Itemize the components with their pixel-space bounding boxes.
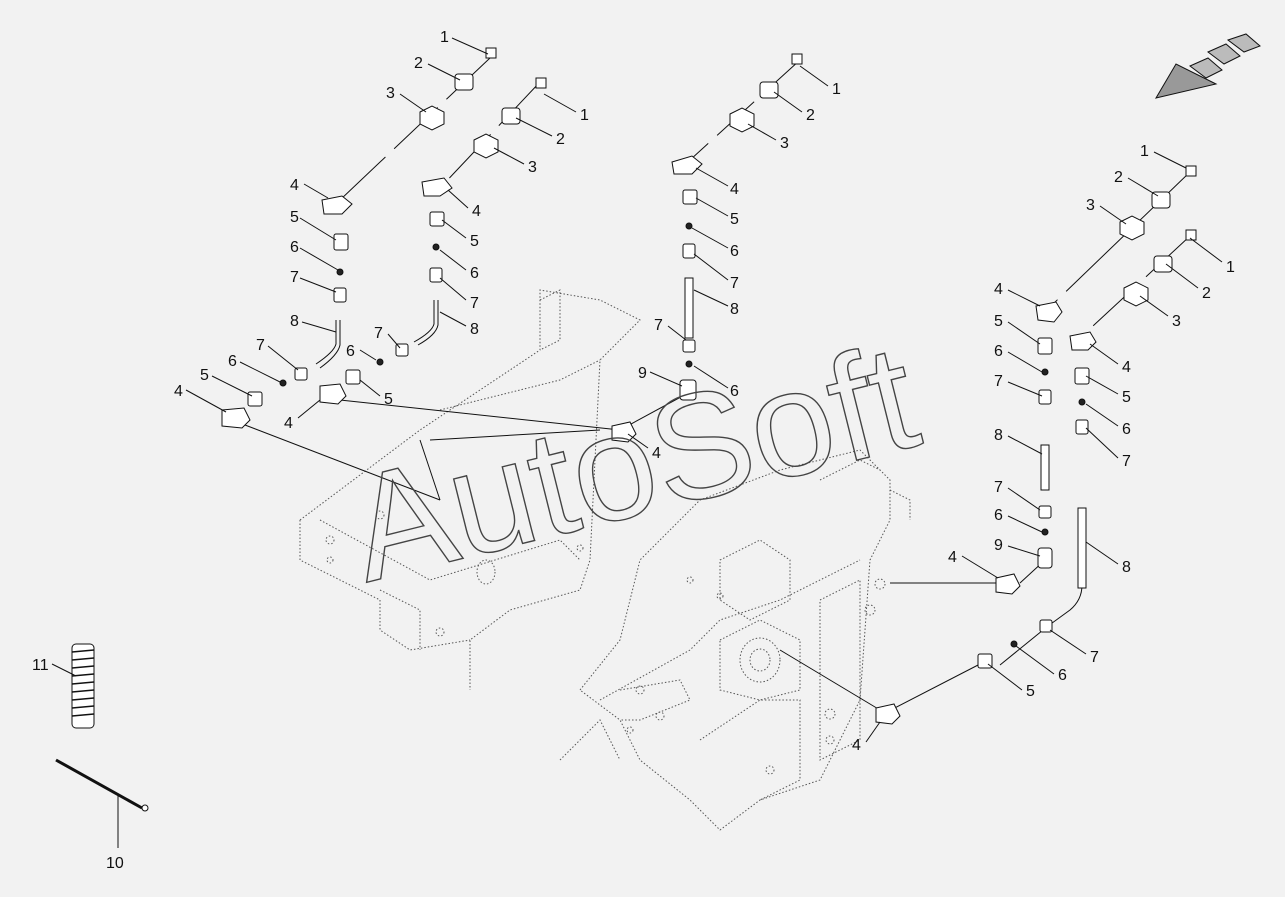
callout-label: 2 (1114, 169, 1123, 186)
callout-label: 7 (256, 337, 265, 354)
callout-label: 4 (852, 737, 861, 754)
callout-label: 4 (290, 177, 299, 194)
arrow-front-icon (1154, 33, 1261, 99)
grease-nipple-part (485, 47, 497, 59)
callout-label: 6 (994, 343, 1003, 360)
callout-label: 6 (1058, 667, 1067, 684)
callout-label: 2 (806, 107, 815, 124)
callout-label: 7 (1122, 453, 1131, 470)
frame-right (559, 449, 911, 831)
callout-label: 1 (832, 81, 841, 98)
callout-label: 8 (994, 427, 1003, 444)
leaders (51, 37, 1223, 848)
spiral-guard-part (71, 643, 95, 729)
callout-label: 8 (730, 301, 739, 318)
callout-label: 8 (290, 313, 299, 330)
callout-label: 7 (374, 325, 383, 342)
callout-label: 4 (652, 445, 661, 462)
callout-label: 11 (32, 657, 49, 674)
callout-label: 8 (1122, 559, 1131, 576)
callout-label: 2 (414, 55, 423, 72)
watermark-text: AutoSoft (333, 311, 932, 613)
callout-label: 4 (994, 281, 1003, 298)
hoses (244, 391, 1083, 714)
callout-label: 7 (654, 317, 663, 334)
callout-label: 1 (1226, 259, 1235, 276)
callout-label: 4 (472, 203, 481, 220)
callout-label: 6 (730, 243, 739, 260)
callout-label: 5 (470, 233, 479, 250)
callout-label: 5 (994, 313, 1003, 330)
callout-label: 7 (994, 479, 1003, 496)
frame-left (299, 289, 641, 690)
callout-label: 6 (228, 353, 237, 370)
callout-label: 5 (290, 209, 299, 226)
callout-label: 5 (1122, 389, 1131, 406)
assembly-4 (995, 165, 1197, 595)
callout-label: 6 (470, 265, 479, 282)
elbow-part (321, 195, 353, 215)
callout-label: 3 (1172, 313, 1181, 330)
callouts: 1 2 3 4 5 6 7 8 7 6 5 4 1 2 3 4 5 6 7 8 … (32, 29, 1235, 872)
callout-label: 5 (384, 391, 393, 408)
callout-label: 7 (1090, 649, 1099, 666)
callout-label: 9 (994, 537, 1003, 554)
adapter-part (454, 73, 474, 91)
assembly-2 (319, 77, 547, 405)
callout-label: 5 (200, 367, 209, 384)
assembly-5 (875, 229, 1197, 725)
callout-label: 3 (386, 85, 395, 102)
callout-label: 6 (730, 383, 739, 400)
callout-label: 4 (1122, 359, 1131, 376)
callout-label: 6 (994, 507, 1003, 524)
callout-label: 8 (470, 321, 479, 338)
callout-label: 7 (290, 269, 299, 286)
callout-label: 3 (780, 135, 789, 152)
callout-label: 2 (556, 131, 565, 148)
callout-label: 7 (470, 295, 479, 312)
callout-label: 3 (1086, 197, 1095, 214)
callout-label: 4 (284, 415, 293, 432)
assembly-3 (611, 53, 803, 443)
callout-label: 1 (580, 107, 589, 124)
callout-label: 5 (1026, 683, 1035, 700)
callout-label: 6 (346, 343, 355, 360)
callout-label: 1 (440, 29, 449, 46)
callout-label: 1 (1140, 143, 1149, 160)
callout-label: 9 (638, 365, 647, 382)
callout-label: 2 (1202, 285, 1211, 302)
callout-label: 4 (174, 383, 183, 400)
callout-label: 7 (994, 373, 1003, 390)
callout-label: 7 (730, 275, 739, 292)
callout-label: 4 (948, 549, 957, 566)
cable-tie-part (55, 758, 149, 812)
callout-label: 6 (290, 239, 299, 256)
nut-part (419, 105, 445, 131)
callout-label: 3 (528, 159, 537, 176)
callout-label: 10 (106, 855, 124, 872)
callout-label: 6 (1122, 421, 1131, 438)
callout-label: 5 (730, 211, 739, 228)
callout-label: 4 (730, 181, 739, 198)
